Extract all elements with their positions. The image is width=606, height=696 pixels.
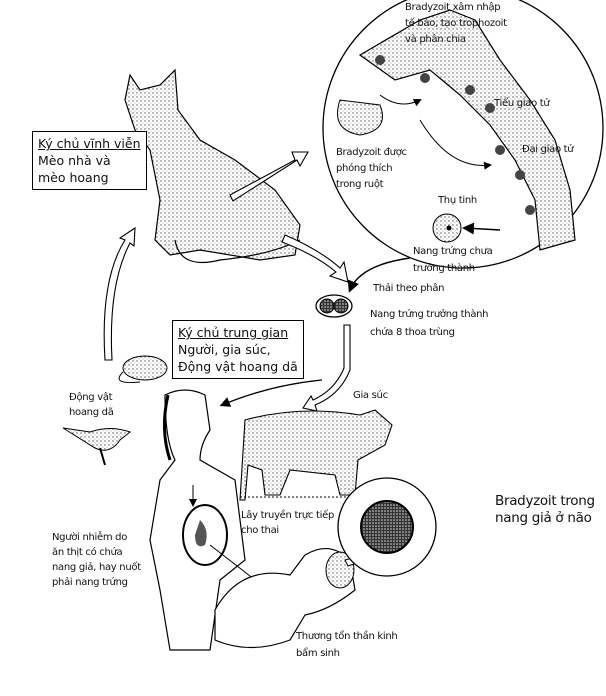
definitive-host-title: Ký chủ vĩnh viễn [38,136,141,151]
label-line: phóng thích [336,163,393,174]
label-feces: Thải theo phân [373,283,445,294]
intermediate-host-line: Người, gia súc, [178,342,271,357]
label-fertilization: Thụ tinh [438,195,477,206]
label-transplacental: Lây truyền trực tiếp cho thai [241,508,334,538]
label-line: Lây truyền trực tiếp [241,510,334,521]
definitive-host-line: mèo hoang [38,170,109,185]
mouse-illustration [118,355,168,383]
label-line: bẩm sinh [296,648,340,659]
definitive-host-line: Mèo nhà và [38,153,111,168]
label-mature-oocyst: Nang trứng trưởng thành chứa 8 thoa trùn… [370,306,489,342]
label-line: Nang trứng chưa [413,246,493,257]
label-bradyzoit-released: Bradyzoit được phóng thích trong ruột [336,145,407,193]
bird-illustration [62,427,132,466]
pregnant-woman-illustration [149,389,270,651]
definitive-host-box: Ký chủ vĩnh viễn Mèo nhà và mèo hoang [32,131,147,190]
label-line: Bradyzoit xâm nhập [405,2,501,13]
brain-tissue-cyst [337,477,437,577]
label-line: nang giả ở não [495,510,592,526]
label-line: ăn thịt có chứa [52,547,123,558]
label-line: trong ruột [336,179,384,190]
label-brain-cyst: Bradyzoit trong nang giả ở não [495,493,595,527]
label-line: cho thai [241,525,279,536]
label-microgamete: Tiểu giao tử [494,98,550,109]
label-line: tế bào, tạo trophozoit [405,18,507,29]
label-livestock: Gia súc [353,390,388,401]
mature-oocyst [315,294,353,318]
label-wild-animals: Động vật hoang dã [69,390,114,420]
label-line: chứa 8 thoa trùng [370,327,455,338]
label-line: hoang dã [69,407,114,418]
epithelial-cells [358,9,576,251]
label-line: nang giả, hay nuốt [52,562,141,573]
cow-illustration [239,409,393,501]
label-macrogamete: Đại giao tử [522,144,574,155]
label-bradyzoit-invade: Bradyzoit xâm nhập tế bào, tạo trophozoi… [405,0,507,48]
label-line: và phân chia [405,34,466,45]
label-line: Bradyzoit được [336,147,407,158]
intermediate-host-box: Ký chủ trung gian Người, gia súc, Động v… [172,320,304,379]
label-congenital-damage: Thương tổn thần kinh bẩm sinh [296,628,398,662]
label-human-infection: Người nhiễm do ăn thịt có chứa nang giả,… [52,530,141,590]
label-line: Thương tổn thần kinh [296,631,398,642]
label-line: phải nang trứng [52,577,128,588]
intestine-magnified-view [322,0,604,269]
cat-illustration [124,68,301,264]
intermediate-host-title: Ký chủ trung gian [178,325,289,340]
label-line: Động vật [69,392,113,403]
cycle-arrows [103,151,351,412]
label-line: trưởng thành [413,263,475,274]
intermediate-host-line: Động vật hoang dã [178,359,298,374]
label-immature-oocyst: Nang trứng chưa trưởng thành [413,243,493,277]
label-line: Người nhiễm do [52,532,128,543]
label-line: Bradyzoit trong [495,493,595,509]
label-line: Nang trứng trưởng thành [370,309,489,320]
